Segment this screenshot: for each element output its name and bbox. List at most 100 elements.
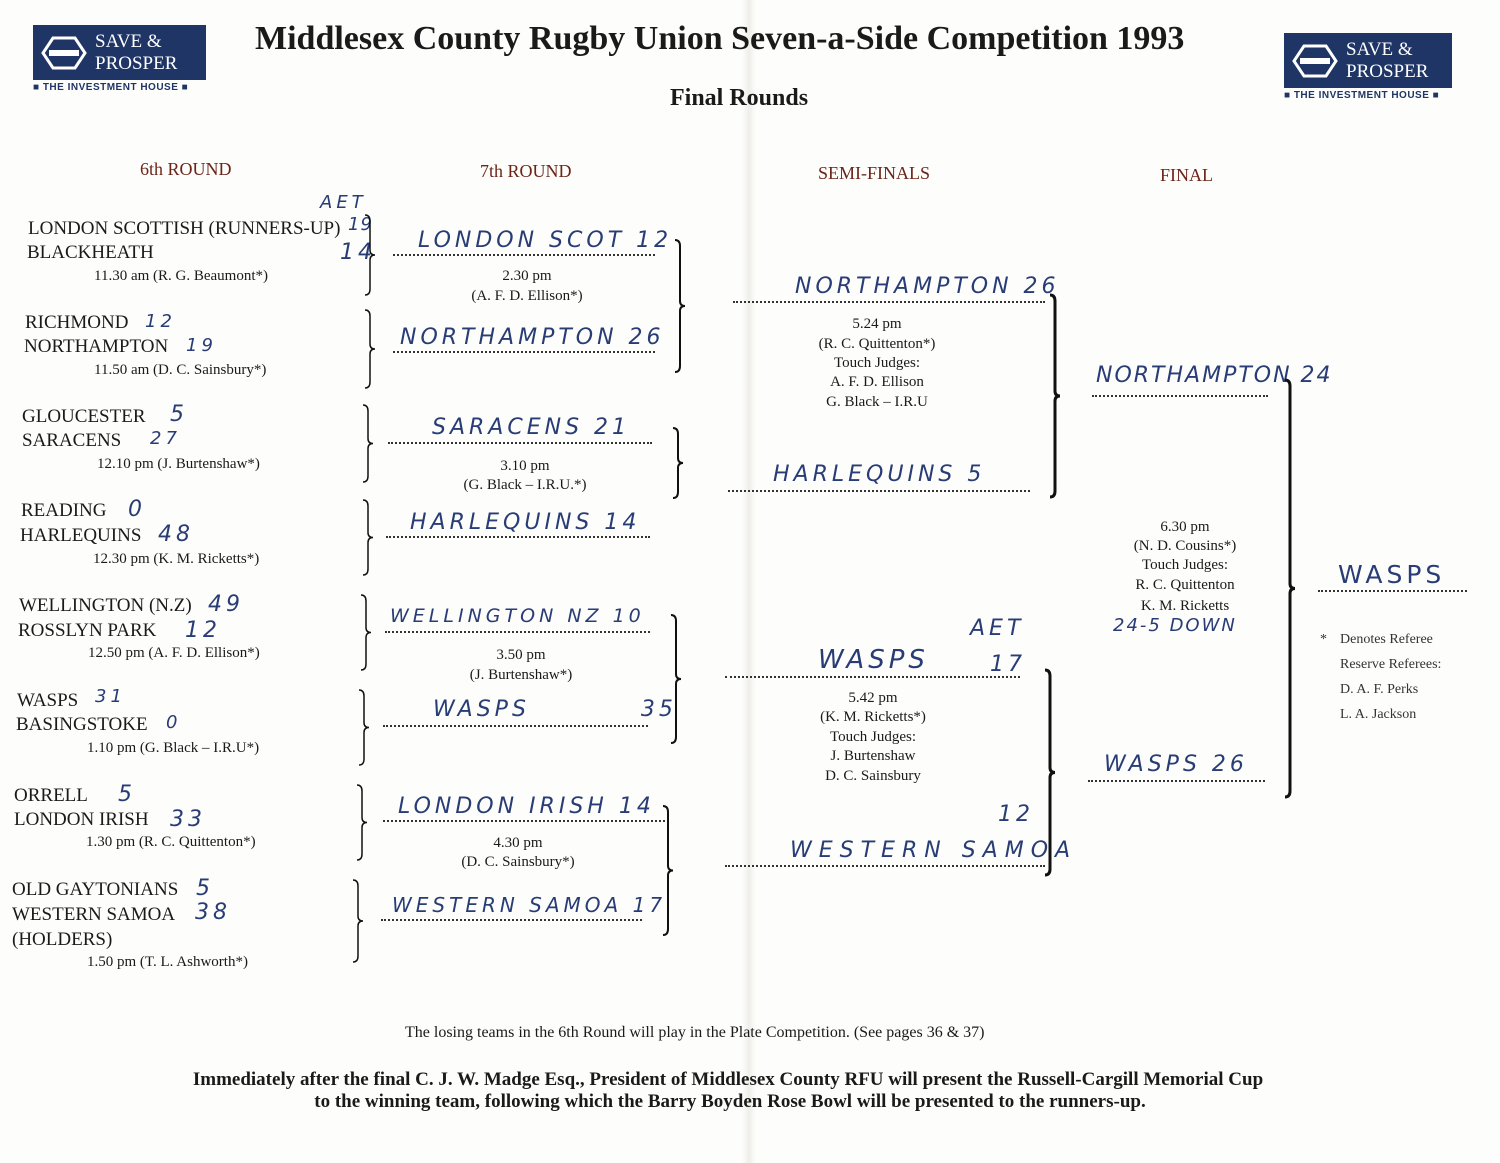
team-home: GLOUCESTER [22, 406, 146, 427]
team-note: (HOLDERS) [12, 929, 113, 950]
team-home: WASPS [17, 690, 79, 711]
team-away: LONDON IRISH [14, 809, 149, 830]
match-referee: (G. Black – I.R.U.*) [463, 477, 587, 493]
handwritten-score: 49 [208, 592, 244, 617]
bracket-brace [362, 404, 374, 483]
touch-judge: A. F. D. Ellison [830, 374, 924, 390]
touch-judges-label: Touch Judges: [1141, 557, 1229, 573]
handwritten-winner: WESTERN SAMOA 17 [392, 893, 667, 917]
match-referee: (N. D. Cousins*) [1133, 538, 1237, 554]
handwritten-winner: HARLEQUINS 5 [773, 462, 986, 487]
team-home: LONDON SCOTTISH (RUNNERS-UP) [28, 218, 341, 239]
asterisk: * [1320, 632, 1327, 647]
winner-line [383, 820, 665, 822]
handwritten-score: 5 [196, 876, 214, 901]
handwritten-winner: WESTERN SAMOA [790, 838, 1078, 863]
handwritten-score: 0 [166, 712, 182, 733]
match-referee: (K. M. Ricketts*) [820, 709, 926, 725]
team-away: HARLEQUINS [20, 525, 142, 546]
match-referee: (D. C. Sainsbury*) [461, 854, 575, 870]
bracket-brace [670, 614, 682, 744]
match-time: 12.30 pm (K. M. Ricketts*) [93, 551, 260, 567]
winner-line [393, 254, 655, 256]
match-time: 12.10 pm (J. Burtenshaw*) [97, 456, 260, 472]
handwritten-winner: NORTHAMPTON 26 [400, 325, 665, 350]
team-away: SARACENS [22, 430, 122, 451]
bracket-brace [352, 879, 364, 963]
touch-judge: G. Black – I.R.U [826, 394, 928, 410]
round-heading-semis: SEMI-FINALS [818, 163, 931, 183]
winner-line [733, 301, 1045, 303]
bracket-brace [674, 239, 686, 373]
match-time: 11.50 am (D. C. Sainsbury*) [94, 362, 267, 378]
winner-line [1092, 395, 1268, 397]
handwritten-finalist: WASPS 26 [1104, 752, 1248, 777]
referee-note: Denotes Referee [1340, 632, 1433, 647]
touch-judges-label: Touch Judges: [829, 729, 917, 745]
page-subtitle: Final Rounds [670, 85, 809, 111]
bracket-brace [1284, 378, 1296, 799]
logo-text: SAVE & [1346, 38, 1413, 60]
winner-line [386, 536, 650, 538]
handwritten-score: 0 [128, 497, 146, 522]
bracket-brace [364, 309, 376, 389]
plate-note: The losing teams in the 6th Round will p… [405, 1024, 985, 1041]
team-home: OLD GAYTONIANS [12, 879, 179, 900]
bracket-brace [360, 594, 372, 671]
winner-line [1318, 590, 1467, 592]
handwritten-winner: WASPS [818, 645, 929, 675]
bracket-brace [362, 499, 374, 576]
logo-text: PROSPER [1346, 60, 1429, 82]
page-title: Middlesex County Rugby Union Seven-a-Sid… [255, 20, 1185, 57]
team-away: BLACKHEATH [27, 242, 154, 263]
handwritten-score: 31 [95, 686, 126, 707]
match-time: 2.30 pm [502, 268, 552, 284]
team-away: ROSSLYN PARK [18, 620, 157, 641]
match-time: 11.30 am (R. G. Beaumont*) [94, 268, 269, 284]
touch-judge: D. C. Sainsbury [825, 768, 921, 784]
team-away: BASINGSTOKE [16, 714, 148, 735]
round-heading-7th: 7th ROUND [480, 161, 572, 181]
team-home: READING [21, 500, 107, 521]
handwritten-winner: LONDON SCOT 12 [418, 228, 673, 253]
handwritten-note: AET [970, 616, 1025, 641]
match-time: 5.24 pm [852, 316, 902, 332]
handwritten-score: 19 [348, 214, 373, 235]
handwritten-score: 12 [998, 802, 1034, 827]
handwritten-winner: HARLEQUINS 14 [410, 510, 641, 535]
match-referee: (A. F. D. Ellison*) [471, 288, 583, 304]
winner-line [725, 676, 1020, 678]
touch-judges-label: Touch Judges: [833, 355, 921, 371]
team-away: NORTHAMPTON [24, 336, 169, 357]
handwritten-score: 12 [145, 311, 176, 332]
match-time: 5.42 pm [848, 690, 898, 706]
winner-line [385, 631, 650, 633]
logo-text: PROSPER [95, 52, 178, 74]
match-time: 1.50 pm (T. L. Ashworth*) [87, 954, 248, 970]
handwritten-winner: SARACENS 21 [432, 415, 631, 440]
round-heading-6th: 6th ROUND [140, 159, 232, 179]
handwritten-score: 5 [118, 782, 136, 807]
bracket-brace [358, 689, 370, 766]
winner-line [725, 865, 1045, 867]
winner-line [393, 351, 655, 353]
winner-line [728, 490, 1030, 492]
match-time: 3.10 pm [500, 458, 550, 474]
handwritten-winner: WELLINGTON NZ 10 [390, 605, 645, 627]
handwritten-result: 24-5 DOWN [1113, 615, 1237, 636]
winner-line [381, 919, 642, 921]
match-referee: (R. C. Quittenton*) [818, 336, 936, 352]
handwritten-score: 5 [170, 402, 188, 427]
winner-line [383, 725, 648, 727]
touch-judge: R. C. Quittenton [1135, 577, 1235, 593]
handwritten-winner: WASPS 35 [433, 697, 677, 722]
reserve-referee: L. A. Jackson [1340, 707, 1417, 722]
logo-tagline: THE INVESTMENT HOUSE [42, 82, 179, 93]
winner-line [388, 442, 652, 444]
match-time: 1.30 pm (R. C. Quittenton*) [86, 834, 256, 850]
logo-text: SAVE & [95, 30, 162, 52]
handwritten-champion: WASPS [1338, 560, 1446, 589]
handwritten-score: 12 [185, 618, 221, 643]
round-heading-final: FINAL [1160, 165, 1213, 185]
reserve-referees-label: Reserve Referees: [1340, 657, 1442, 672]
